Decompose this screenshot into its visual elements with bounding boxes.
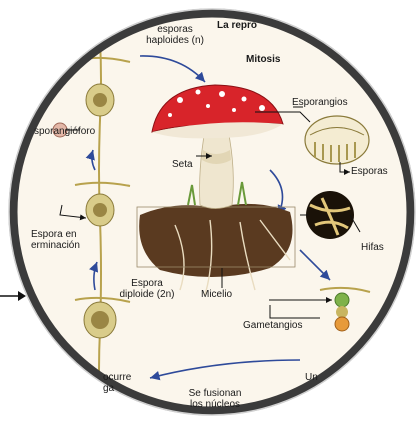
label-gametangios: Gametangios xyxy=(243,320,302,331)
label-se-fusionan: Se fusionan los núcleos xyxy=(180,388,250,410)
label-hifas: Hifas xyxy=(361,242,384,253)
label-ocurre: ocurre ga xyxy=(103,372,131,394)
mushroom-stem xyxy=(200,130,234,209)
label-micelio: Micelio xyxy=(201,289,232,300)
hyphae-inset xyxy=(306,191,354,239)
label-reproduccion: La repro xyxy=(217,20,257,31)
label-esporangioforo: sporangióforo xyxy=(34,126,95,137)
label-mitosis: Mitosis xyxy=(246,54,280,65)
pointer-arrow xyxy=(0,291,26,301)
label-esporas-haploides: esporas haploides (n) xyxy=(140,24,210,46)
label-un: Un xyxy=(305,372,318,383)
label-espora-germinacion: Espora en erminación xyxy=(31,229,80,251)
label-espora-diploide: Espora diploide (2n) xyxy=(112,278,182,300)
label-seta: Seta xyxy=(172,159,193,170)
label-esporangios: Esporangios xyxy=(292,97,348,108)
label-esporas: Esporas xyxy=(351,166,388,177)
sporangia-inset xyxy=(305,116,369,164)
